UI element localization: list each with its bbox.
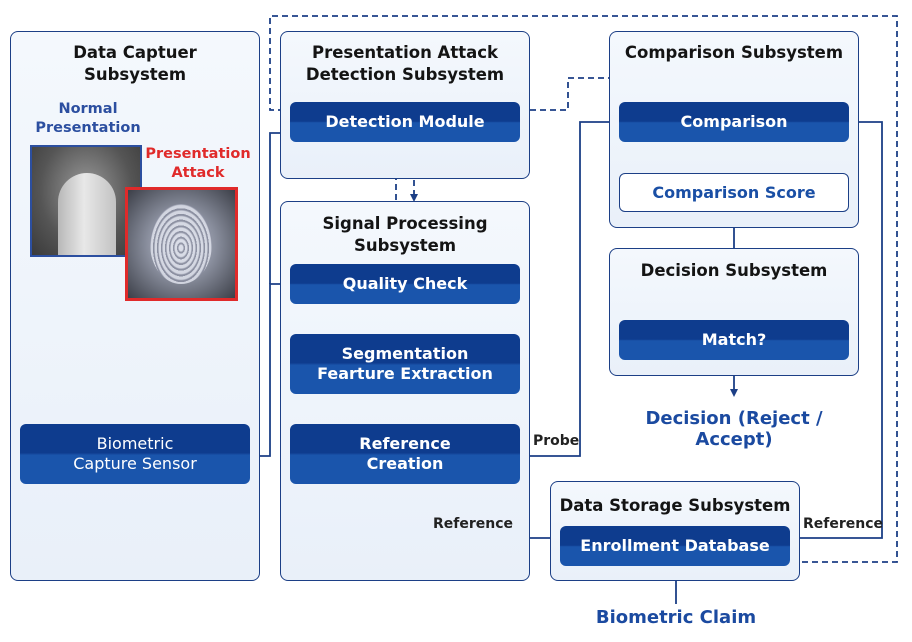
data-storage-subsystem-title: Data Storage Subsystem bbox=[559, 496, 791, 515]
biometric-claim-label: Biometric Claim bbox=[595, 607, 757, 628]
data-capture-subsystem-title: Data Captuer Subsystem bbox=[73, 43, 197, 84]
signal-processing-subsystem-title: Signal Processing Subsystem bbox=[322, 214, 488, 255]
dashed-db-to-detection bbox=[269, 15, 898, 563]
comparison-score-box[interactable]: Comparison Score bbox=[619, 173, 849, 212]
enrollment-database-module[interactable]: Enrollment Database bbox=[560, 526, 790, 566]
presentation-attack-label: Presentation Attack bbox=[145, 146, 251, 181]
detection-module[interactable]: Detection Module bbox=[290, 102, 520, 142]
reference-label-left: Reference bbox=[433, 516, 514, 532]
comparison-module[interactable]: Comparison bbox=[619, 102, 849, 142]
reference-label-right: Reference bbox=[803, 516, 884, 532]
reference-creation-module[interactable]: Reference Creation bbox=[290, 424, 520, 484]
probe-label: Probe bbox=[533, 433, 580, 449]
decision-output-label: Decision (Reject / Accept) bbox=[645, 408, 823, 450]
finger-shape-icon bbox=[58, 173, 116, 255]
presentation-attack-image bbox=[125, 187, 238, 301]
data-capture-subsystem-panel: Data Captuer Subsystem bbox=[10, 31, 260, 581]
arrow-probe-to-comparison bbox=[520, 118, 618, 457]
pad-subsystem-title: Presentation Attack Detection Subsystem bbox=[305, 43, 505, 84]
quality-check-module[interactable]: Quality Check bbox=[290, 264, 520, 304]
comparison-subsystem-title: Comparison Subsystem bbox=[624, 43, 844, 62]
segmentation-feature-extraction-module[interactable]: Segmentation Fearture Extraction bbox=[290, 334, 520, 394]
normal-presentation-label: Normal Presentation bbox=[35, 101, 141, 136]
fingerprint-icon bbox=[150, 204, 212, 284]
decision-subsystem-title: Decision Subsystem bbox=[640, 261, 828, 280]
arrow-sensor-to-quality bbox=[250, 280, 290, 457]
arrow-db-to-comparison bbox=[790, 118, 883, 539]
biometric-capture-sensor[interactable]: Biometric Capture Sensor bbox=[20, 424, 250, 484]
match-module[interactable]: Match? bbox=[619, 320, 849, 360]
